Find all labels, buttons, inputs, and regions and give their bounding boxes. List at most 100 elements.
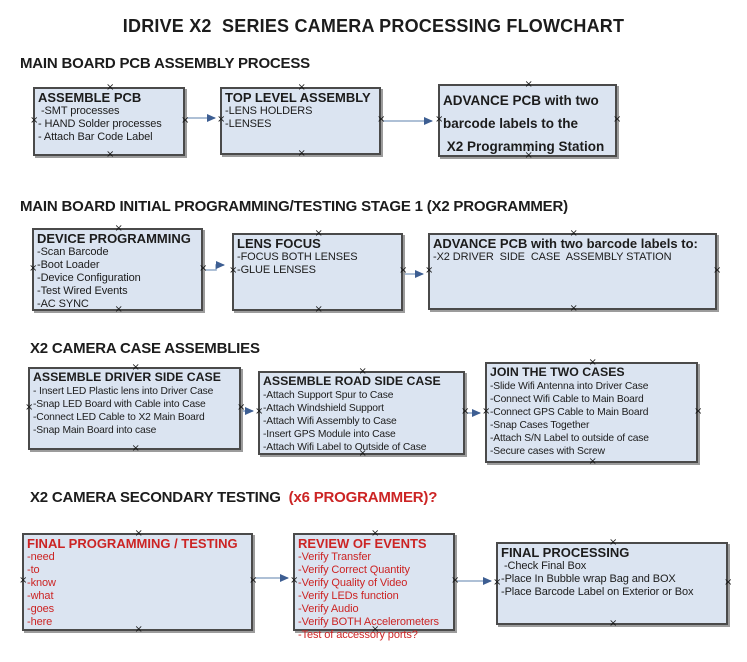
selection-handle: ×	[569, 303, 578, 314]
box-item: -Verify BOTH Accelerometers	[298, 616, 439, 628]
box-title: ADVANCE PCB with two barcode labels to:	[433, 236, 698, 251]
section-header-text: X2 CAMERA SECONDARY TESTING	[30, 489, 285, 506]
flow-box-final-programming-testing: FINAL PROGRAMMING / TESTING-need-to-know…	[19, 529, 257, 635]
box-item: -Snap LED Board with Cable into Case	[33, 399, 206, 410]
page-title: IDRIVE X2 SERIES CAMERA PROCESSING FLOWC…	[122, 16, 625, 36]
flow-box-final-processing: FINAL PROCESSING -Check Final Box-Place …	[493, 538, 732, 629]
box-item: -Attach Support Spur to Case	[263, 390, 394, 401]
section-header-text: MAIN BOARD PCB ASSEMBLY PROCESS	[20, 55, 310, 72]
box-title: DEVICE PROGRAMMING	[37, 231, 191, 246]
box-title: ASSEMBLE ROAD SIDE CASE	[263, 374, 441, 388]
box-item: -Verify Audio	[298, 603, 359, 615]
box-item: -Attach Wifi Assembly to Case	[263, 416, 397, 427]
box-item: -Secure cases with Screw	[490, 446, 605, 457]
section-header: MAIN BOARD INITIAL PROGRAMMING/TESTING S…	[20, 198, 568, 215]
box-item: -need	[27, 551, 55, 563]
selection-handle: ×	[377, 114, 386, 125]
box-item: -to	[27, 564, 40, 576]
box-title-line: X2 Programming Station	[443, 139, 605, 154]
box-item: -goes	[27, 603, 55, 615]
flow-box-assemble-road-side-case: ASSEMBLE ROAD SIDE CASE -Attach Support S…	[255, 367, 469, 459]
selection-handle: ×	[237, 401, 246, 413]
box-item: -Attach Wifi Label to Outside of Case	[263, 442, 427, 453]
box-item: -LENS HOLDERS	[225, 105, 313, 117]
box-item: -Insert GPS Module into Case	[263, 429, 396, 440]
box-item: -Verify Correct Quantity	[298, 564, 410, 576]
selection-handle: ×	[609, 618, 618, 629]
box-title: ASSEMBLE PCB	[38, 90, 142, 105]
selection-handle: ×	[314, 304, 323, 315]
box-item: -Attach S/N Label to outside of case	[490, 433, 649, 444]
flow-box-assemble-driver-side-case: ASSEMBLE DRIVER SIDE CASE - Insert LED Pl…	[25, 363, 245, 454]
selection-handle: ×	[297, 148, 306, 159]
selection-handle: ×	[694, 405, 703, 417]
box-item: -Connect GPS Cable to Main Board	[490, 407, 649, 418]
box-item: -Device Configuration	[37, 272, 141, 284]
selection-handle: ×	[181, 114, 190, 126]
box-title: ASSEMBLE DRIVER SIDE CASE	[33, 370, 221, 384]
box-item: -GLUE LENSES	[237, 264, 316, 276]
selection-handle: ×	[713, 264, 722, 276]
box-item: -X2 DRIVER SIDE CASE ASSEMBLY STATION	[433, 251, 672, 263]
box-title: FINAL PROCESSING	[501, 545, 630, 560]
selection-handle: ×	[106, 149, 115, 160]
box-item: -Place Barcode Label on Exterior or Box	[501, 586, 694, 598]
selection-handle: ×	[425, 264, 434, 276]
box-item: -Boot Loader	[37, 259, 100, 271]
box-item: -Check Final Box	[501, 560, 587, 572]
flow-box-advance-pcb-with-two-barcode-labels-to: ADVANCE PCB with two barcode labels to:-…	[425, 229, 721, 314]
box-item: -Verify LEDs function	[298, 590, 399, 602]
selection-handle: ×	[199, 262, 208, 274]
selection-handle: ×	[613, 113, 622, 125]
selection-handle: ×	[451, 575, 460, 586]
box-item: -Verify Transfer	[298, 551, 371, 563]
box-item: -AC SYNC	[37, 298, 89, 310]
box-item: -Snap Cases Together	[490, 420, 590, 431]
section-header-text: MAIN BOARD INITIAL PROGRAMMING/TESTING S…	[20, 198, 568, 215]
selection-handle: ×	[524, 79, 533, 90]
box-title-line: ADVANCE PCB with two	[443, 93, 599, 108]
box-item: - HAND Solder processes	[38, 118, 162, 130]
flow-box-review-of-events: REVIEW OF EVENTS-Verify Transfer-Verify …	[290, 529, 459, 642]
section-header-text: X2 CAMERA CASE ASSEMBLIES	[30, 340, 260, 357]
flow-box-top-level-assembly: TOP LEVEL ASSEMBLY-LENS HOLDERS-LENSES × ×…	[217, 83, 385, 159]
box-item: -Test Wired Events	[37, 285, 128, 297]
box-item: -Slide Wifi Antenna into Driver Case	[490, 381, 649, 392]
box-title: REVIEW OF EVENTS	[298, 536, 427, 551]
box-item: -Snap Main Board into case	[33, 425, 157, 436]
box-title: TOP LEVEL ASSEMBLY	[225, 90, 371, 105]
box-item: -FOCUS BOTH LENSES	[237, 251, 358, 263]
selection-handle: ×	[131, 443, 140, 454]
box-item: -what	[27, 590, 54, 602]
box-title: FINAL PROGRAMMING / TESTING	[27, 536, 238, 551]
flow-box-lens-focus: LENS FOCUS-FOCUS BOTH LENSES-GLUE LENSES…	[229, 229, 407, 315]
flow-box-assemble-pcb: ASSEMBLE PCB -SMT processes- HAND Solder…	[30, 83, 189, 160]
box-item: -Attach Windshield Support	[263, 403, 384, 414]
box-item: -know	[27, 577, 56, 589]
box-item: -Scan Barcode	[37, 246, 109, 258]
box-item: -Connect Wifi Cable to Main Board	[490, 394, 644, 405]
section-header-red-text: (x6 PROGRAMMER)?	[284, 489, 438, 506]
box-item: - Insert LED Plastic lens into Driver Ca…	[33, 386, 214, 397]
connector	[204, 261, 225, 271]
selection-handle: ×	[249, 575, 258, 586]
section-header: MAIN BOARD PCB ASSEMBLY PROCESS	[20, 55, 310, 72]
box-item: -SMT processes	[38, 105, 120, 117]
flow-box-device-programming: DEVICE PROGRAMMING-Scan Barcode-Boot Loa…	[29, 224, 207, 315]
box-title: LENS FOCUS	[237, 236, 321, 251]
box-item: -here	[27, 616, 53, 628]
selection-handle: ×	[588, 456, 597, 467]
selection-handle: ×	[461, 406, 470, 417]
section-header: X2 CAMERA SECONDARY TESTING (x6 PROGRAMM…	[30, 489, 437, 506]
section-header: X2 CAMERA CASE ASSEMBLIES	[30, 340, 260, 357]
box-title: JOIN THE TWO CASES	[490, 365, 625, 379]
box-item: - Attach Bar Code Label	[38, 131, 153, 143]
box-item: -LENSES	[225, 118, 272, 130]
flow-box-join-the-two-cases: JOIN THE TWO CASES -Slide Wifi Antenna in…	[482, 358, 702, 467]
selection-handle: ×	[724, 576, 733, 588]
box-item: -Connect LED Cable to X2 Main Board	[33, 412, 205, 423]
box-item: -Test of accessory ports?	[298, 629, 418, 641]
box-item: -Place In Bubble wrap Bag and BOX	[501, 573, 676, 585]
